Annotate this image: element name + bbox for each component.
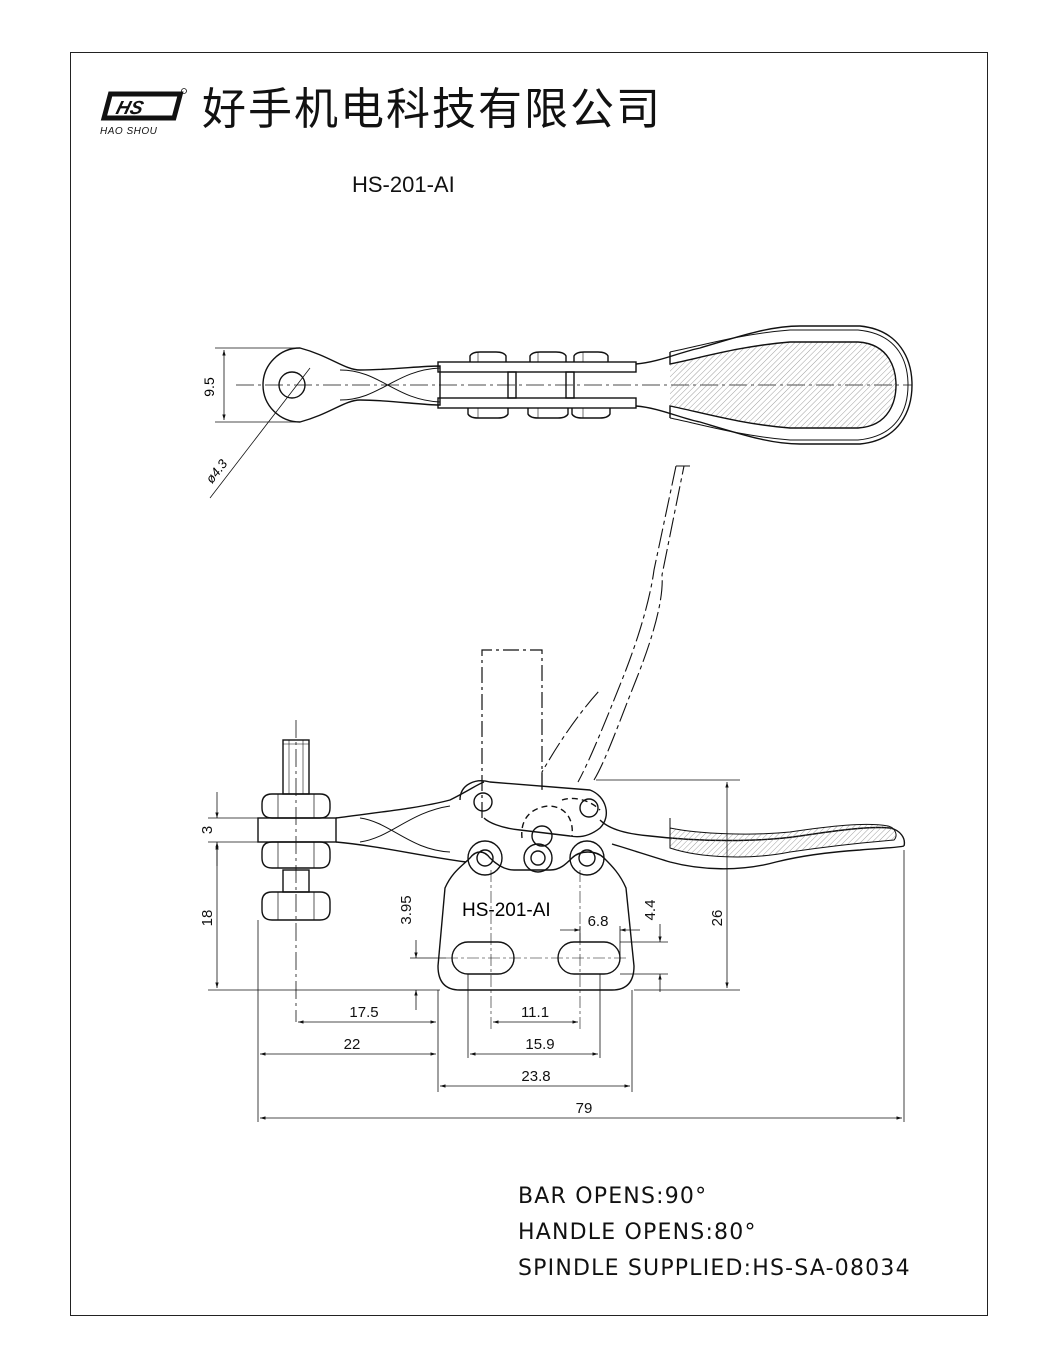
spec-bar-opens: BAR OPENS:90° bbox=[518, 1184, 708, 1209]
spec-spindle: SPINDLE SUPPLIED:HS-SA-08034 bbox=[518, 1256, 911, 1281]
side-view-dimension-labels: 3 18 3.95 6.8 4.4 26 17.5 22 11.1 15.9 2… bbox=[199, 826, 726, 1117]
side-view bbox=[257, 465, 906, 1030]
dim-79: 79 bbox=[576, 1100, 593, 1117]
dim-3: 3 bbox=[199, 826, 216, 834]
hs-logo: HS bbox=[100, 88, 187, 121]
top-view-dimensions bbox=[209, 347, 311, 499]
dim-6-8: 6.8 bbox=[588, 913, 609, 930]
dim-26: 26 bbox=[709, 910, 726, 927]
dim-18: 18 bbox=[199, 910, 216, 927]
dim-hole-dia: ø4.3 bbox=[203, 456, 231, 486]
company-name: 好手机电科技有限公司 bbox=[202, 84, 662, 135]
dim-22: 22 bbox=[344, 1036, 361, 1053]
dim-17-5: 17.5 bbox=[349, 1004, 378, 1021]
dim-4-4: 4.4 bbox=[642, 900, 659, 921]
drawing-frame bbox=[70, 52, 988, 1316]
dim-11-1: 11.1 bbox=[521, 1004, 549, 1021]
eye-hole bbox=[278, 371, 306, 399]
dim-15-9: 15.9 bbox=[525, 1036, 554, 1053]
logo-subtext: HAO SHOU bbox=[100, 126, 158, 137]
dim-3-95: 3.95 bbox=[398, 895, 415, 924]
side-view-dimensions bbox=[208, 779, 905, 1122]
part-label: HS-201-AI bbox=[462, 900, 551, 921]
dim-width-top: 9.5 bbox=[201, 377, 217, 397]
model-title: HS-201-AI bbox=[352, 172, 455, 197]
logo-text: HS bbox=[114, 98, 146, 119]
top-view bbox=[236, 325, 913, 445]
dim-23-8: 23.8 bbox=[521, 1068, 550, 1085]
spec-handle-opens: HANDLE OPENS:80° bbox=[518, 1220, 757, 1245]
